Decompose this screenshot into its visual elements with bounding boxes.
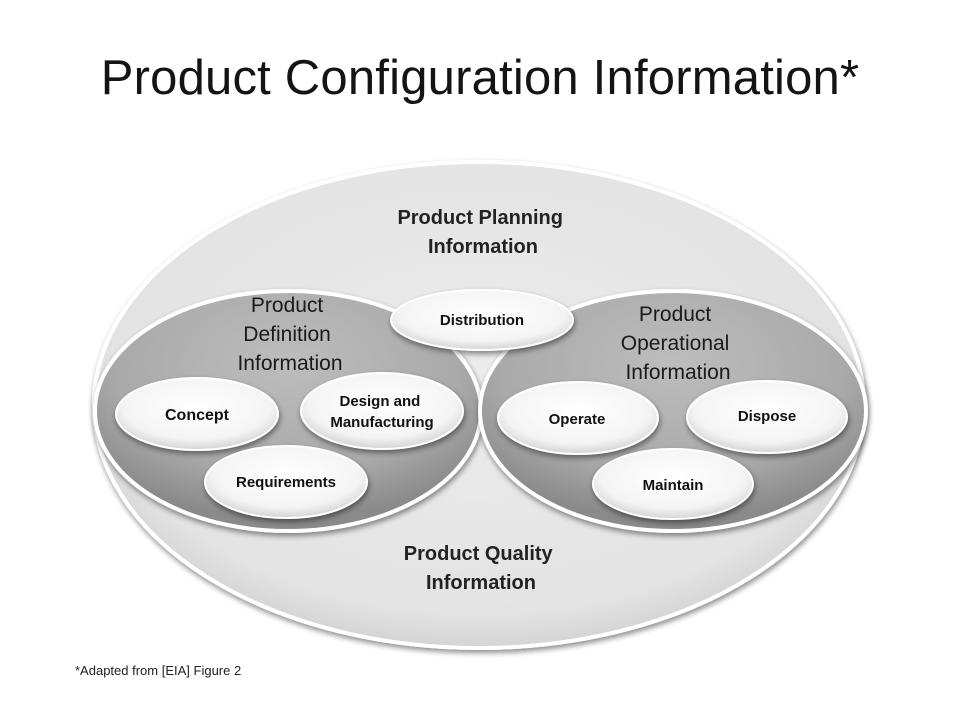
requirements-node: Requirements — [204, 445, 368, 519]
distribution-node: Distribution — [390, 289, 574, 351]
maintain-node: Maintain — [592, 448, 754, 520]
svg-text:Dispose: Dispose — [738, 408, 796, 425]
dispose-node: Dispose — [686, 380, 848, 454]
design-manufacturing-node: Design and Manufacturing — [300, 372, 464, 450]
svg-text:Requirements: Requirements — [236, 474, 336, 491]
slide-title: Product Configuration Information* — [100, 51, 860, 105]
source-footnote: *Adapted from [EIA] Figure 2 — [75, 663, 242, 678]
svg-text:Distribution: Distribution — [440, 312, 524, 329]
svg-text:Design and Manufacturing: Design and Manufacturing — [330, 393, 433, 431]
concept-node: Concept — [115, 377, 279, 451]
svg-text:Maintain: Maintain — [643, 477, 704, 494]
operational-information-label: Product Operational Information — [621, 303, 735, 384]
definition-information-label: Product Definition Information — [237, 294, 342, 375]
planning-information-label: Product Planning Information — [397, 207, 568, 258]
product-operational-ellipse — [478, 289, 868, 533]
svg-text:Operate: Operate — [549, 411, 606, 428]
operate-node: Operate — [497, 381, 659, 455]
svg-text:Concept: Concept — [165, 407, 230, 424]
quality-information-label: Product Quality Information — [404, 543, 558, 594]
